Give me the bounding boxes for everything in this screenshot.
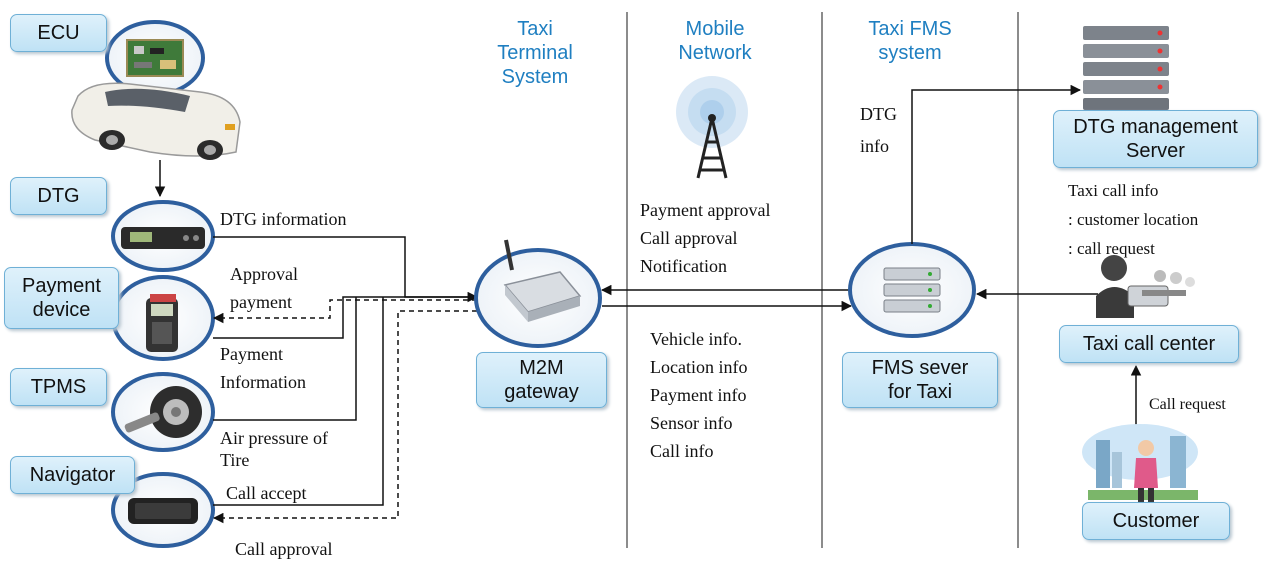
air-pressure-line-1: Air pressure of [220, 428, 328, 448]
tpms-label: TPMS [10, 368, 107, 406]
call-approval-text: Call approval [235, 539, 333, 559]
downlink-line-1: Payment approval [640, 200, 771, 220]
customer-city-icon [1082, 424, 1198, 502]
downlink-messages: Payment approval Call approval Notificat… [640, 196, 770, 280]
dtg-info-line-1: DTG [860, 104, 897, 124]
call-operator-icon [1096, 255, 1195, 318]
taxi-call-info-text: Taxi call info : customer location : cal… [1068, 176, 1198, 263]
fms-server-label: FMS sever for Taxi [842, 352, 998, 408]
dtg-device-icon [121, 227, 205, 249]
taxi-call-info-line-1: Taxi call info [1068, 181, 1159, 200]
cell-tower-icon [676, 76, 748, 179]
call-approval-line [212, 310, 477, 524]
navigator-device-icon [128, 498, 198, 524]
m2m-router-icon [503, 239, 582, 322]
payment-information-line [213, 296, 477, 339]
header-taxi-terminal-system: Taxi Terminal System [497, 18, 573, 88]
downlink-line-3: Notification [640, 256, 727, 276]
approval-payment-line-2: payment [230, 292, 292, 312]
dtg-info-line-2: info [860, 136, 889, 156]
uplink-line-5: Call info [650, 441, 714, 461]
fms-rack-icon [883, 267, 941, 313]
uplink-line-1: Vehicle info. [650, 329, 742, 349]
server-stack-icon [1083, 26, 1169, 110]
taxi-call-center-label: Taxi call center [1059, 325, 1239, 363]
header-mobile-network: Mobile Network [678, 18, 752, 64]
payment-information-line-2: Information [220, 372, 306, 392]
approval-payment-text: Approval payment [230, 260, 298, 316]
call-accept-line [213, 297, 384, 506]
uplink-line-2: Location info [650, 357, 748, 377]
payment-device-label: Payment device [4, 267, 119, 329]
uplink-line-3: Payment info [650, 385, 747, 405]
taxi-car-icon [71, 82, 241, 160]
ecu-label: ECU [10, 14, 107, 52]
header-taxi-fms-system: Taxi FMS system [868, 18, 952, 64]
payment-information-line-1: Payment [220, 344, 283, 364]
uplink-line-4: Sensor info [650, 413, 733, 433]
ecu-board-icon [126, 39, 184, 77]
m2m-gateway-label: M2M gateway [476, 352, 607, 408]
taxi-call-info-line-3: : call request [1068, 239, 1155, 258]
downlink-line-2: Call approval [640, 228, 738, 248]
customer-label: Customer [1082, 502, 1230, 540]
tire-sensor-icon [124, 386, 202, 438]
call-accept-text: Call accept [226, 483, 307, 503]
uplink-messages: Vehicle info. Location info Payment info… [650, 325, 747, 465]
call-request-text: Call request [1149, 396, 1226, 413]
dtg-label: DTG [10, 177, 107, 215]
payment-information-text: Payment Information [220, 340, 306, 396]
air-pressure-text: Air pressure of Tire [220, 427, 328, 471]
air-pressure-line-2: Tire [220, 450, 250, 470]
dtg-info-text: DTG info [860, 98, 897, 162]
dtg-management-server-label: DTG management Server [1053, 110, 1258, 168]
dtg-information-text: DTG information [220, 209, 347, 229]
taxi-call-info-line-2: : customer location [1068, 210, 1199, 229]
air-pressure-line [213, 297, 357, 421]
navigator-label: Navigator [10, 456, 135, 494]
payment-terminal-icon [146, 294, 178, 352]
fms-to-dtg-server-arrow [911, 84, 1082, 244]
approval-payment-line [212, 299, 477, 324]
approval-payment-line-1: Approval [230, 264, 298, 284]
